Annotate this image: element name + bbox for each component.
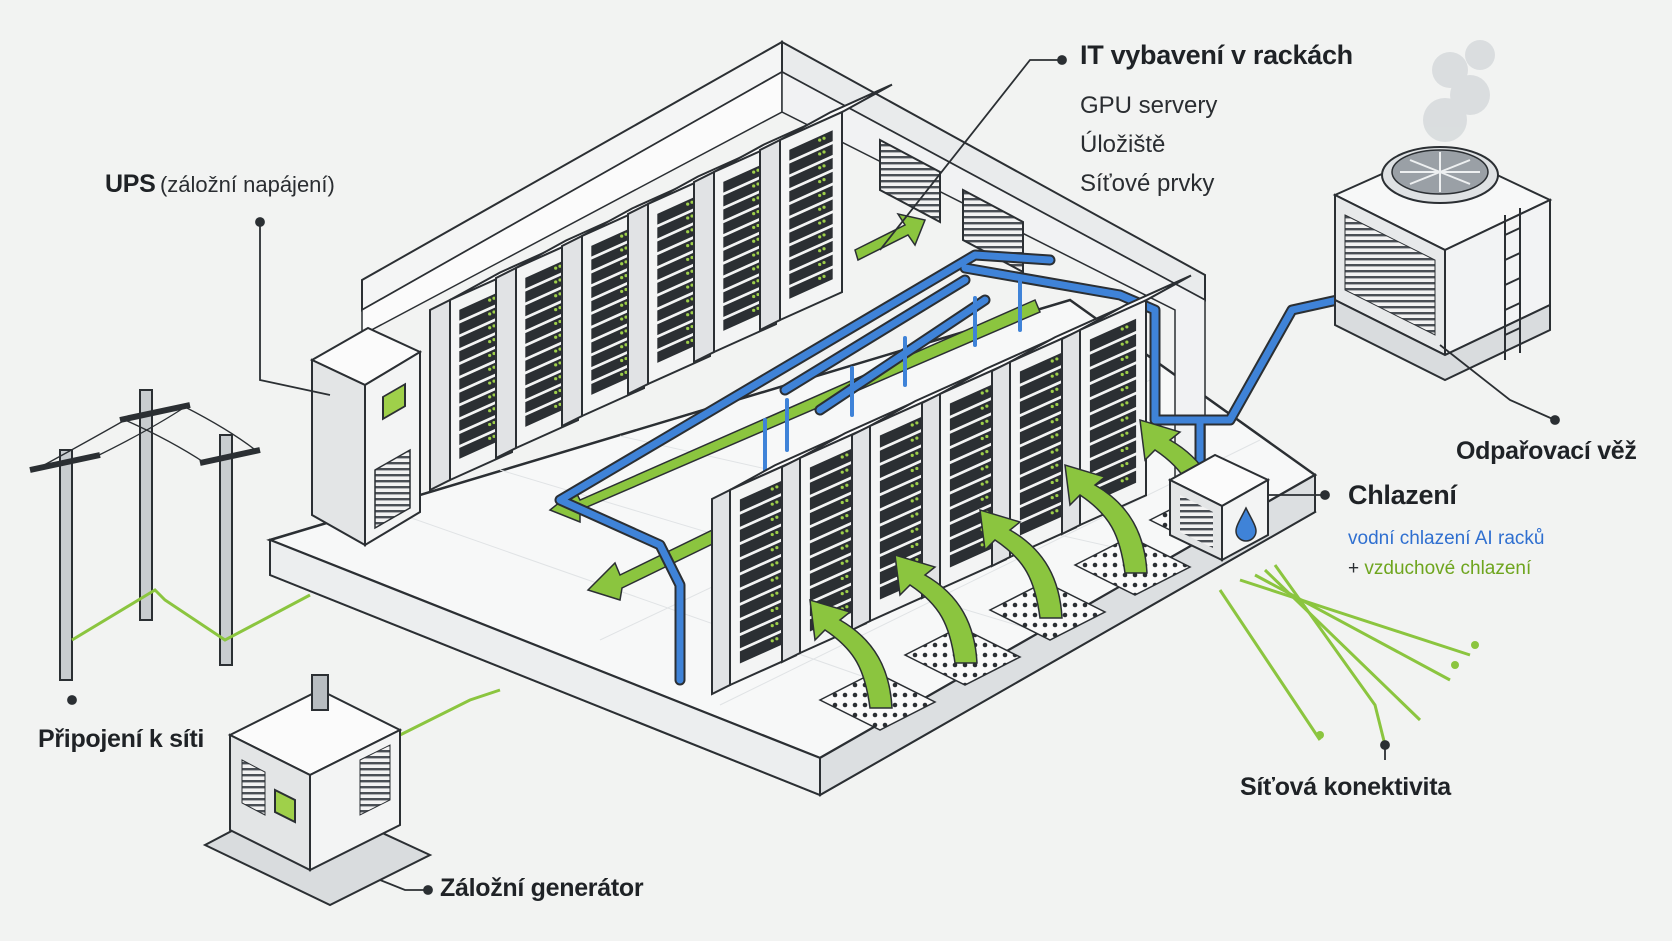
fan-icon — [1381, 146, 1499, 204]
front-rack-row — [711, 274, 1192, 696]
ladder-icon — [1504, 208, 1521, 360]
airflow-arrow-icon — [1064, 463, 1148, 574]
evaporative-tower — [1332, 40, 1553, 382]
water-cooling-pipes — [554, 249, 1366, 686]
water-drop-icon — [1235, 506, 1257, 542]
backup-generator-label: Záložní generátor — [440, 874, 644, 902]
network-connectivity-label: Síťová konektivita — [1240, 773, 1451, 801]
ups-cabinet — [309, 326, 423, 547]
evaporative-tower-label: Odpařovací věž — [1456, 437, 1637, 465]
it-equipment-list: GPU servery Úložiště Síťové prvky — [1080, 86, 1217, 203]
cooling-water-label: vodní chlazení AI racků — [1348, 528, 1545, 549]
backup-generator — [202, 674, 433, 907]
power-grid-poles — [29, 389, 261, 681]
cooling-air-prefix: + — [1348, 558, 1360, 579]
airflow-arrow-icon — [979, 508, 1063, 619]
ups-title: UPS — [105, 170, 156, 198]
grid-connection-label: Připojení k síti — [38, 725, 205, 753]
power-lines — [71, 564, 1471, 746]
ups-label: UPS (záložní napájení) — [105, 170, 335, 199]
it-item-storage: Úložiště — [1080, 131, 1166, 158]
cooling-unit — [1167, 453, 1271, 562]
it-item-gpu: GPU servery — [1080, 92, 1218, 119]
back-wall — [361, 40, 1206, 481]
server-rack — [693, 115, 827, 364]
server-rack — [781, 402, 912, 664]
server-rack — [711, 434, 842, 696]
ups-subtitle: (záložní napájení) — [159, 172, 335, 197]
it-item-network: Síťové prvky — [1080, 170, 1215, 197]
it-equipment-title: IT vybavení v rackách — [1080, 40, 1353, 70]
cooling-air-label: + vzduchové chlazení — [1348, 558, 1531, 580]
airflow-arrow-icon — [894, 553, 978, 664]
cooling-title: Chlazení — [1348, 480, 1457, 510]
server-rack — [991, 306, 1122, 568]
airflow-arrow-icon — [809, 598, 893, 709]
callout-leaders — [67, 55, 1560, 895]
wall-vents — [879, 138, 1024, 274]
server-rack — [759, 83, 893, 332]
back-rack-row — [429, 83, 893, 492]
cooling-air-text: vzduchové chlazení — [1364, 558, 1532, 579]
